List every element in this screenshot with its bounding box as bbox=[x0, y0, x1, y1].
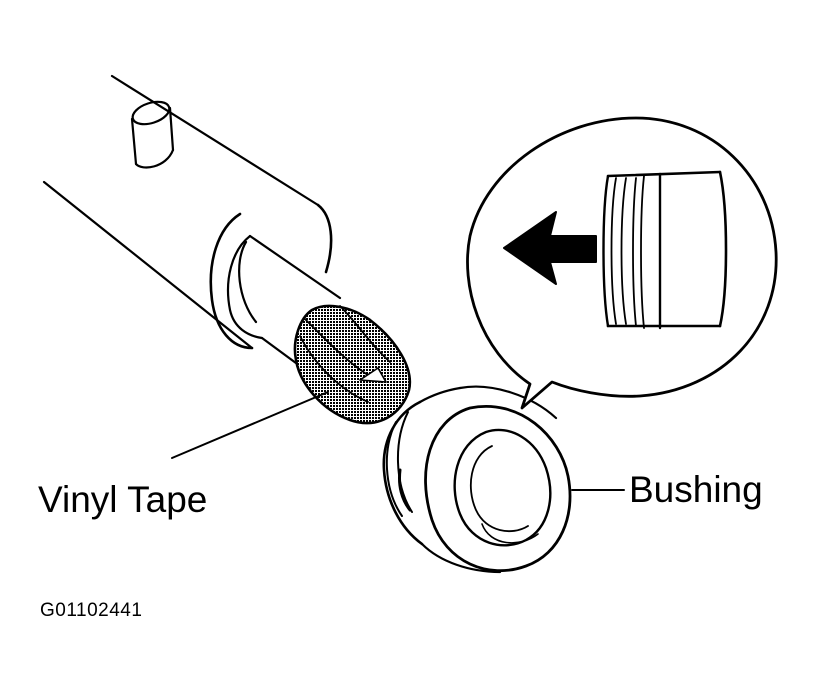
rack-bar bbox=[226, 234, 342, 368]
vinyl-tape-wrap bbox=[293, 304, 412, 425]
detail-bushing-view bbox=[602, 170, 728, 330]
bushing-part bbox=[382, 385, 572, 574]
vinyl-tape-leader-line bbox=[171, 391, 329, 459]
housing-nipple bbox=[130, 100, 175, 169]
bushing-label: Bushing bbox=[629, 469, 763, 510]
figure-id: G01102441 bbox=[40, 600, 143, 621]
insertion-direction-arrow bbox=[503, 211, 597, 285]
housing-tube bbox=[42, 74, 333, 350]
vinyl-tape-label: Vinyl Tape bbox=[38, 479, 208, 520]
